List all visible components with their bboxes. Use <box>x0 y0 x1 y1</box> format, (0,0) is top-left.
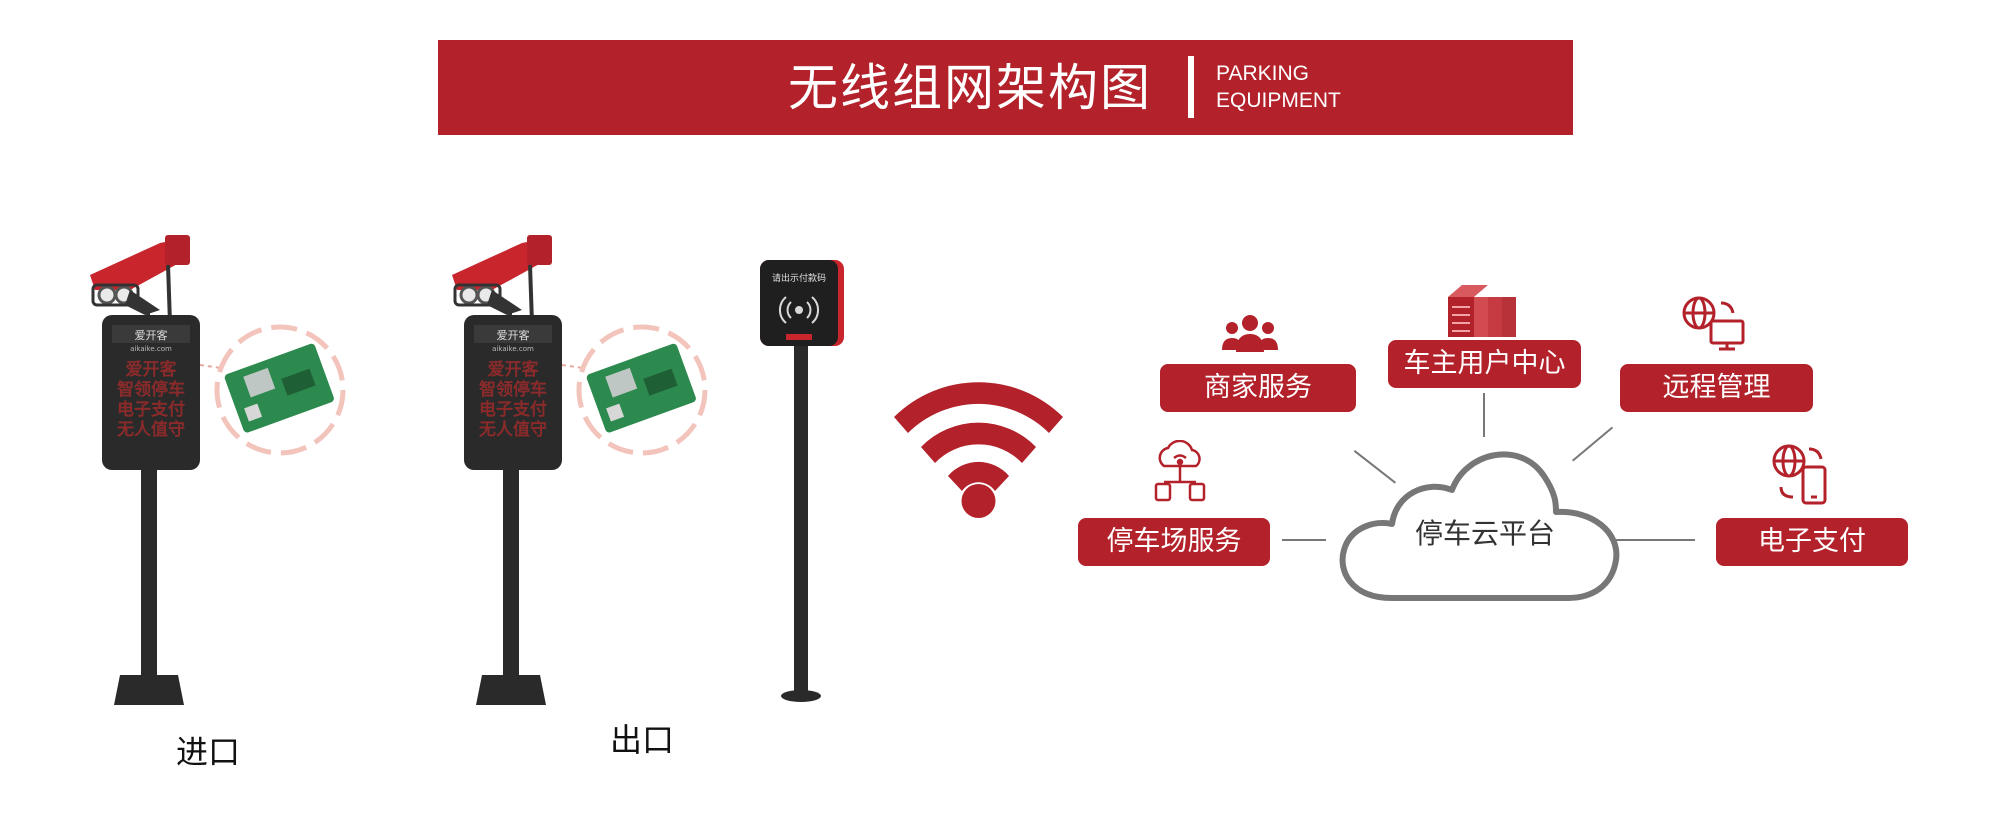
subtitle-line-1: PARKING <box>1216 62 1309 85</box>
parking-lot-service-chip: 停车场服务 <box>1078 518 1270 566</box>
entrance-camera-pole: 爱开客 aikaike.com 爱开客 智领停车 电子支付 无人值守 <box>90 235 390 710</box>
connector-payment <box>1615 539 1695 541</box>
page-title: 无线组网架构图 <box>788 59 1152 117</box>
banner-subtitle: PARKING EQUIPMENT <box>1216 60 1341 114</box>
qr-payment-terminal: 请出示付款码 <box>758 260 848 710</box>
header-banner: 无线组网架构图 PARKING EQUIPMENT <box>438 40 1573 135</box>
led-line-4: 无人值守 <box>116 419 185 440</box>
qr-prompt: 请出示付款码 <box>772 272 826 284</box>
globe-monitor-icon <box>1681 295 1747 351</box>
cloud-platform-label: 停车云平台 <box>1414 517 1555 550</box>
led-line-1: 爱开客 <box>488 359 540 380</box>
nfc-icon <box>779 296 819 324</box>
brand-name: 爱开客 <box>135 328 168 342</box>
cloud-icon <box>1330 440 1630 614</box>
exit-camera-pole: 爱开客 aikaike.com 爱开客 智领停车 电子支付 无人值守 <box>452 235 752 710</box>
camera-icon <box>90 235 190 315</box>
brand-name: 爱开客 <box>497 328 530 342</box>
connector-parking <box>1282 539 1326 541</box>
led-display <box>102 315 200 470</box>
led-line-4: 无人值守 <box>478 419 547 440</box>
led-line-1: 爱开客 <box>126 359 178 380</box>
camera-icon <box>452 235 552 315</box>
connector-owner-center <box>1483 393 1485 437</box>
subtitle-line-2: EQUIPMENT <box>1216 89 1341 112</box>
led-line-3: 电子支付 <box>117 399 185 420</box>
brand-domain: aikaike.com <box>130 345 172 353</box>
remote-management-chip: 远程管理 <box>1620 364 1813 412</box>
circuit-board-icon <box>576 324 708 456</box>
electronic-payment-chip: 电子支付 <box>1716 518 1908 566</box>
exit-label: 出口 <box>610 721 675 759</box>
owner-user-center-chip: 车主用户中心 <box>1388 340 1581 388</box>
users-icon <box>1222 314 1278 354</box>
cloud-devices-icon <box>1152 440 1208 502</box>
led-display <box>464 315 562 470</box>
entrance-label: 进口 <box>176 733 241 771</box>
led-line-2: 智领停车 <box>479 379 547 400</box>
wifi-icon <box>886 370 1071 524</box>
globe-phone-icon <box>1771 443 1831 505</box>
brand-domain: aikaike.com <box>492 345 534 353</box>
led-line-3: 电子支付 <box>479 399 547 420</box>
merchant-service-chip: 商家服务 <box>1160 364 1356 412</box>
led-line-2: 智领停车 <box>117 379 185 400</box>
server-icon <box>1448 285 1520 337</box>
banner-divider <box>1188 56 1194 118</box>
circuit-board-icon <box>214 324 346 456</box>
